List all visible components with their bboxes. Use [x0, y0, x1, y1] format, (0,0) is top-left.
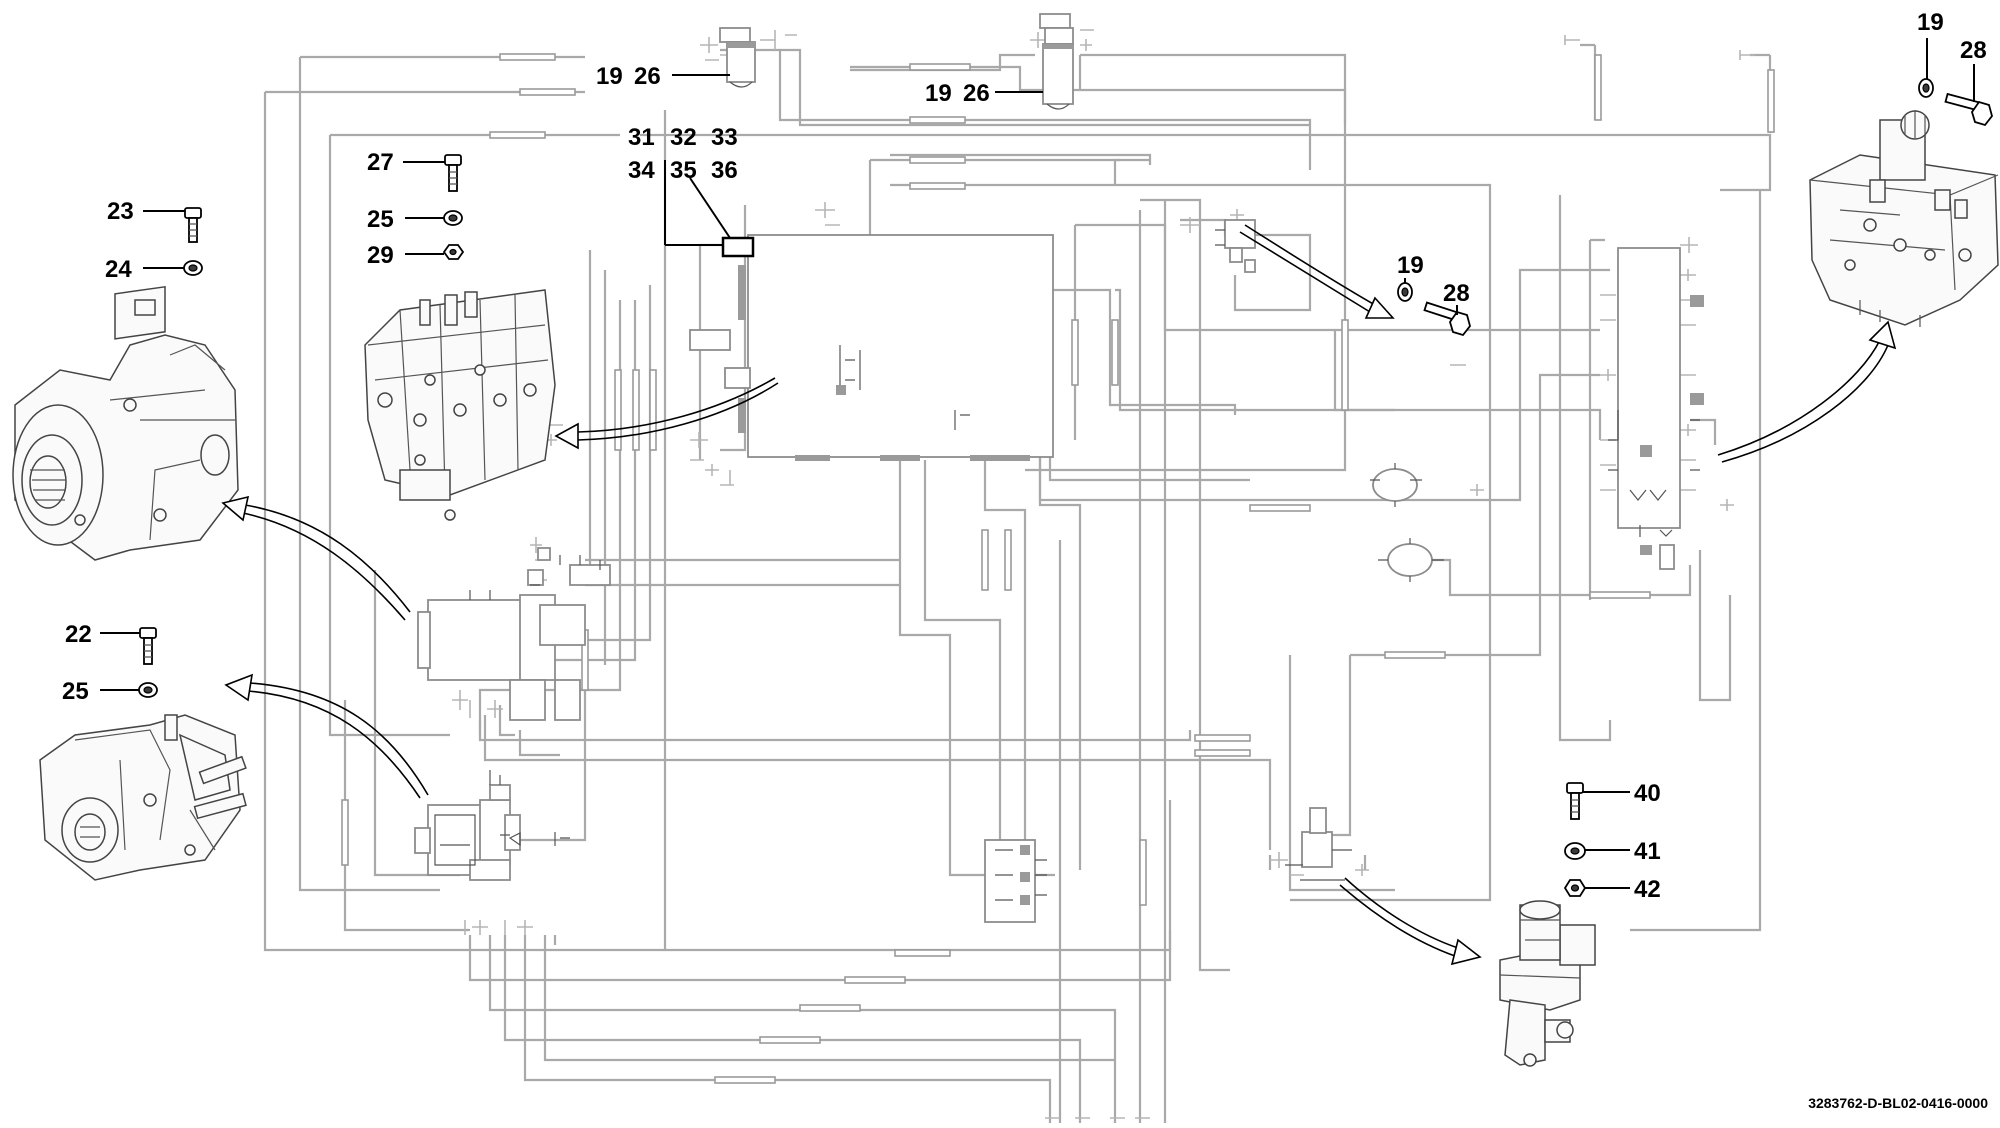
secondary-pump-illustration — [39, 714, 247, 881]
bolt-28b-icon — [1944, 92, 1993, 127]
leader-lines — [100, 38, 1975, 889]
central-valve-block-schematic — [689, 234, 1054, 461]
arrow-to-secondary-pump-icon — [224, 673, 429, 799]
callout-35: 35 — [670, 157, 697, 184]
callout-26-filter-left: 26 — [634, 63, 661, 90]
callout-41: 41 — [1634, 838, 1661, 865]
control-valve-illustration — [364, 289, 556, 521]
callout-19-filter-left: 19 — [596, 63, 623, 90]
sensor-right-upper — [1370, 463, 1422, 507]
secondary-pump-schematic — [414, 770, 570, 881]
callout-19-fitting: 19 — [1397, 252, 1424, 279]
main-pump-schematic — [417, 547, 611, 721]
callout-22: 22 — [65, 621, 92, 648]
valve-top-right-schematic — [1215, 219, 1256, 273]
bolt-27-icon — [444, 154, 462, 192]
callout-25-secondary-pump: 25 — [62, 678, 89, 705]
callout-31: 31 — [628, 124, 655, 151]
callout-42: 42 — [1634, 876, 1661, 903]
callout-27: 27 — [367, 149, 394, 176]
sensor-right-lower — [1378, 538, 1444, 582]
washer-25a-icon — [443, 210, 463, 226]
callout-19-filter-right: 19 — [925, 80, 952, 107]
washer-19c-icon — [1397, 282, 1413, 302]
arrow-to-fitting-19-28-icon — [1239, 224, 1395, 319]
washer-25b-icon — [138, 682, 158, 698]
hose-sleeves — [341, 53, 1775, 1084]
hose-network — [263, 43, 1772, 1123]
callout-29: 29 — [367, 242, 394, 269]
callout-34: 34 — [628, 157, 655, 184]
solenoid-valve-illustration — [1499, 900, 1596, 1067]
solenoid-valve-schematic — [1285, 807, 1352, 881]
hydraulic-pump-illustration — [12, 285, 239, 561]
right-valve-block-schematic — [1608, 247, 1704, 570]
callout-28-fitting: 28 — [1443, 280, 1470, 307]
callout-32: 32 — [670, 124, 697, 151]
washer-41-icon — [1564, 842, 1586, 860]
callout-19-valve-block: 19 — [1917, 9, 1944, 36]
part-illustrations — [12, 110, 1999, 1067]
callout-26-filter-right: 26 — [963, 80, 990, 107]
nut-29-icon — [442, 244, 465, 260]
bolt-40-icon — [1566, 782, 1584, 820]
callout-23: 23 — [107, 198, 134, 225]
callout-25-control-valve: 25 — [367, 206, 394, 233]
callout-40: 40 — [1634, 780, 1661, 807]
filter-right-schematic — [1039, 13, 1074, 110]
valve-block-illustration — [1809, 110, 1999, 327]
hardware — [138, 78, 1993, 897]
callout-28-valve-block: 28 — [1960, 37, 1987, 64]
arrow-to-control-valve-icon — [554, 377, 779, 450]
callout-labels: 19 26 19 26 31 32 33 34 35 36 27 25 29 2… — [62, 9, 1987, 903]
arrow-to-main-pump-icon — [221, 495, 411, 621]
callout-24: 24 — [105, 256, 132, 283]
schematic-components — [414, 13, 1704, 923]
arrow-to-solenoid-valve-icon — [1339, 877, 1482, 966]
callout-33: 33 — [711, 124, 738, 151]
arrows — [221, 224, 1897, 966]
lower-middle-valve-schematic — [984, 839, 1047, 923]
nut-42-icon — [1563, 879, 1587, 897]
bolt-22-icon — [139, 627, 157, 665]
bolt-23-icon — [184, 207, 202, 243]
arrow-to-valve-block-icon — [1717, 320, 1897, 463]
callout-36: 36 — [711, 157, 738, 184]
washer-24-icon — [183, 260, 203, 276]
document-reference: 3283762-D-BL02-0416-0000 — [1808, 1095, 1988, 1111]
filter-left-schematic — [719, 27, 756, 88]
washer-19d-icon — [1918, 78, 1934, 98]
